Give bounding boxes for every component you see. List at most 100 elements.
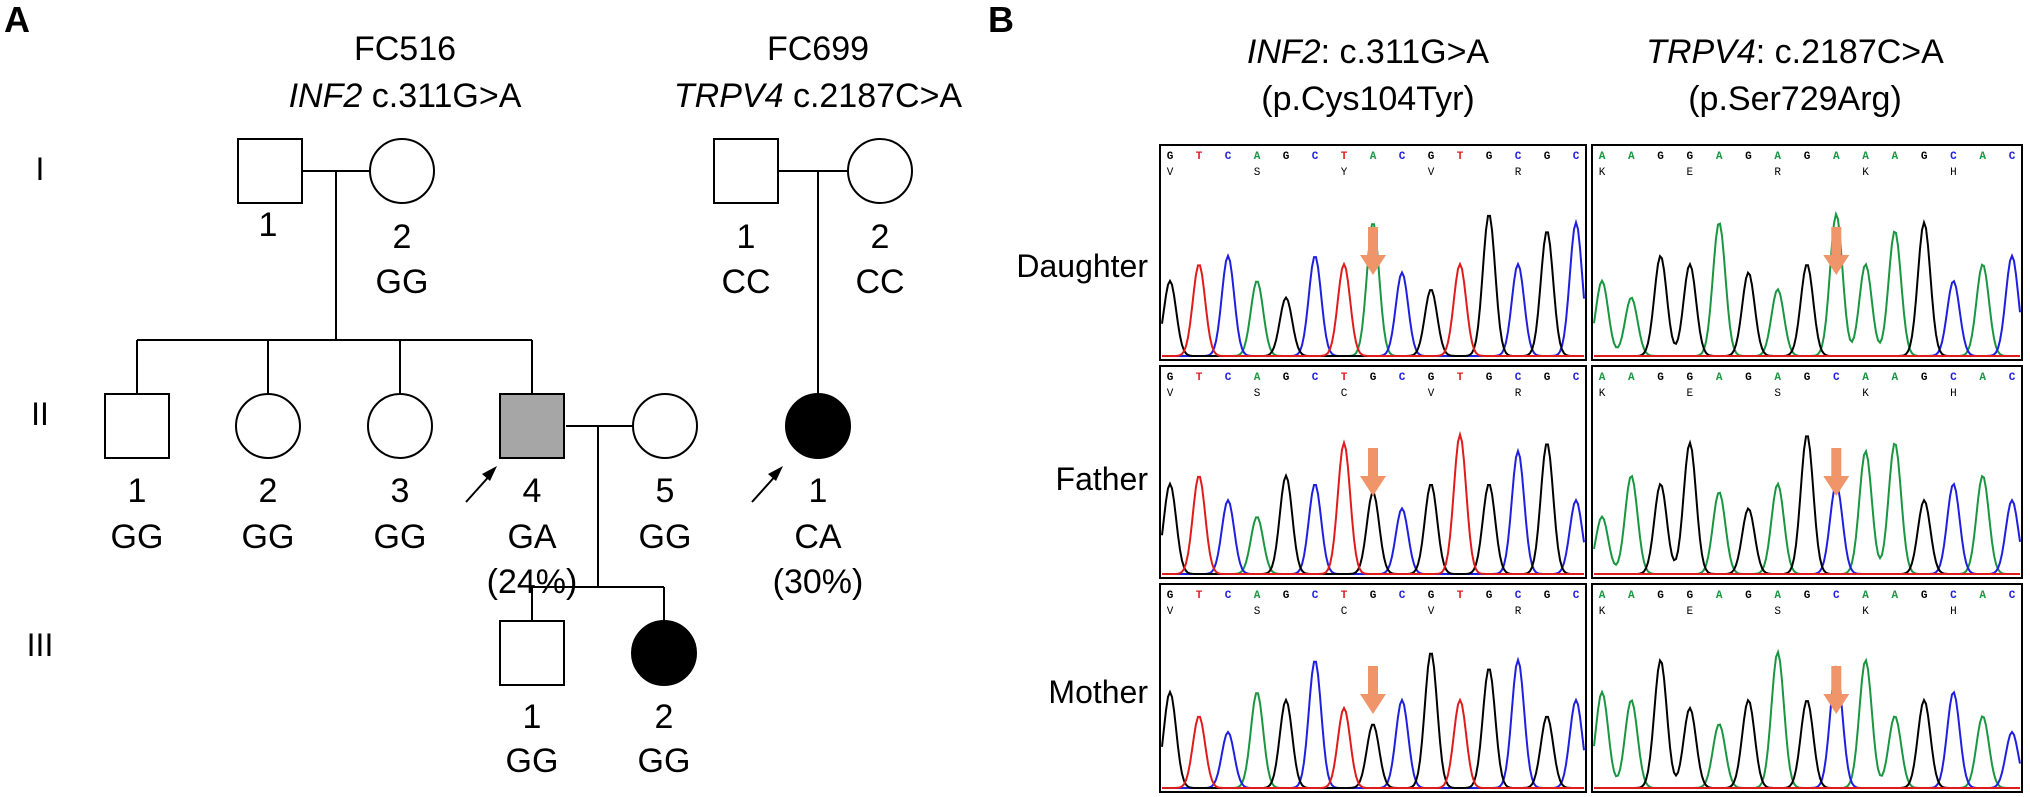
- individual-number: 1: [809, 472, 828, 510]
- individual-number: 1: [128, 472, 147, 510]
- base-call: A: [1599, 151, 1606, 163]
- amino-acid-label: R: [1515, 167, 1522, 179]
- male-symbol: [713, 138, 779, 204]
- amino-acid-label: S: [1254, 388, 1261, 400]
- individual-number: 2: [393, 218, 412, 256]
- individual-number: 2: [259, 472, 278, 510]
- base-call: C: [1950, 590, 1957, 602]
- individual-genotype: GG: [242, 518, 295, 556]
- family-variant-fc516: INF2 c.311G>A: [289, 77, 522, 115]
- male-symbol-affected-partial: [499, 393, 565, 459]
- amino-acid-label: E: [1687, 388, 1694, 400]
- base-call: G: [1804, 151, 1811, 163]
- base-call: A: [1599, 590, 1606, 602]
- individual-number: 1: [259, 206, 278, 244]
- base-call: C: [1573, 151, 1580, 163]
- base-call: A: [1892, 151, 1899, 163]
- base-call: G: [1804, 372, 1811, 384]
- base-call: G: [1921, 372, 1928, 384]
- base-call: A: [1370, 151, 1377, 163]
- amino-acid-label: E: [1687, 606, 1694, 618]
- amino-acid-label: V: [1428, 388, 1435, 400]
- row-label-father: Father: [1056, 461, 1149, 497]
- base-call: A: [1716, 372, 1723, 384]
- base-call: C: [1833, 590, 1840, 602]
- base-call: T: [1457, 590, 1464, 602]
- base-call: C: [1515, 372, 1522, 384]
- base-call: C: [1399, 590, 1406, 602]
- base-call: G: [1167, 372, 1174, 384]
- amino-acid-label: R: [1774, 167, 1781, 179]
- base-call: G: [1745, 151, 1752, 163]
- generation-label-i: I: [36, 151, 45, 187]
- base-call: C: [1225, 372, 1232, 384]
- base-call: A: [1628, 590, 1635, 602]
- individual-genotype: GG: [639, 518, 692, 556]
- amino-acid-label: S: [1774, 388, 1781, 400]
- base-call: G: [1544, 590, 1551, 602]
- base-call: A: [1892, 590, 1899, 602]
- female-symbol-affected: [631, 620, 697, 686]
- base-call: G: [1283, 151, 1290, 163]
- base-call: C: [2009, 590, 2016, 602]
- base-call: G: [1486, 151, 1493, 163]
- individual-number: 1: [737, 218, 756, 256]
- row-label-mother: Mother: [1048, 674, 1148, 710]
- column-header-inf2: INF2: c.311G>A: [1247, 33, 1490, 71]
- base-call: G: [1687, 372, 1694, 384]
- variant-arrow: [1360, 666, 1386, 714]
- female-symbol: [367, 393, 433, 459]
- individual-genotype: CC: [855, 263, 904, 301]
- base-call: A: [1774, 590, 1781, 602]
- base-call: T: [1341, 151, 1348, 163]
- amino-acid-label: V: [1167, 167, 1174, 179]
- base-call: A: [1862, 372, 1869, 384]
- base-call: A: [1892, 372, 1899, 384]
- family-gene: TRPV4: [674, 77, 784, 115]
- base-call: T: [1196, 590, 1203, 602]
- amino-acid-label: K: [1862, 606, 1869, 618]
- base-call: C: [1833, 372, 1840, 384]
- base-call: C: [1225, 590, 1232, 602]
- pedigree-panel: I II III FC516 INF2 c.311G>A FC699 TRPV4…: [27, 30, 963, 780]
- amino-acid-label: Y: [1341, 167, 1348, 179]
- amino-acid-label: K: [1862, 167, 1869, 179]
- individual-number: 4: [523, 472, 542, 510]
- base-call: A: [1979, 590, 1986, 602]
- base-call: C: [1225, 151, 1232, 163]
- trace-t: [1162, 261, 1584, 357]
- chromatogram-frame: [1591, 583, 2023, 793]
- base-call: A: [1979, 372, 1986, 384]
- chromatogram-panel: INF2: c.311G>A (p.Cys104Tyr) TRPV4: c.21…: [1016, 33, 2023, 793]
- column-gene: TRPV4: [1646, 33, 1756, 71]
- female-symbol-affected: [785, 393, 851, 459]
- generation-label-iii: III: [27, 627, 54, 663]
- panel-label-b: B: [988, 0, 1014, 40]
- family-id-fc516: FC516: [354, 30, 456, 68]
- individual-genotype: CC: [721, 263, 770, 301]
- amino-acid-label: V: [1428, 606, 1435, 618]
- base-call: A: [1774, 372, 1781, 384]
- female-symbol: [235, 393, 301, 459]
- base-call: T: [1341, 590, 1348, 602]
- family-id-fc699: FC699: [767, 30, 869, 68]
- individual-number: 3: [391, 472, 410, 510]
- base-call: A: [1716, 590, 1723, 602]
- variant-arrow: [1823, 227, 1850, 275]
- variant-arrow: [1823, 666, 1850, 714]
- amino-acid-label: V: [1428, 167, 1435, 179]
- amino-acid-label: V: [1167, 388, 1174, 400]
- base-call: A: [1774, 151, 1781, 163]
- individual-genotype: GG: [111, 518, 164, 556]
- base-call: A: [1862, 151, 1869, 163]
- base-call: G: [1657, 590, 1664, 602]
- base-call: C: [1573, 372, 1580, 384]
- amino-acid-label: C: [1341, 388, 1348, 400]
- base-call: A: [1833, 151, 1840, 163]
- male-symbol: [104, 393, 170, 459]
